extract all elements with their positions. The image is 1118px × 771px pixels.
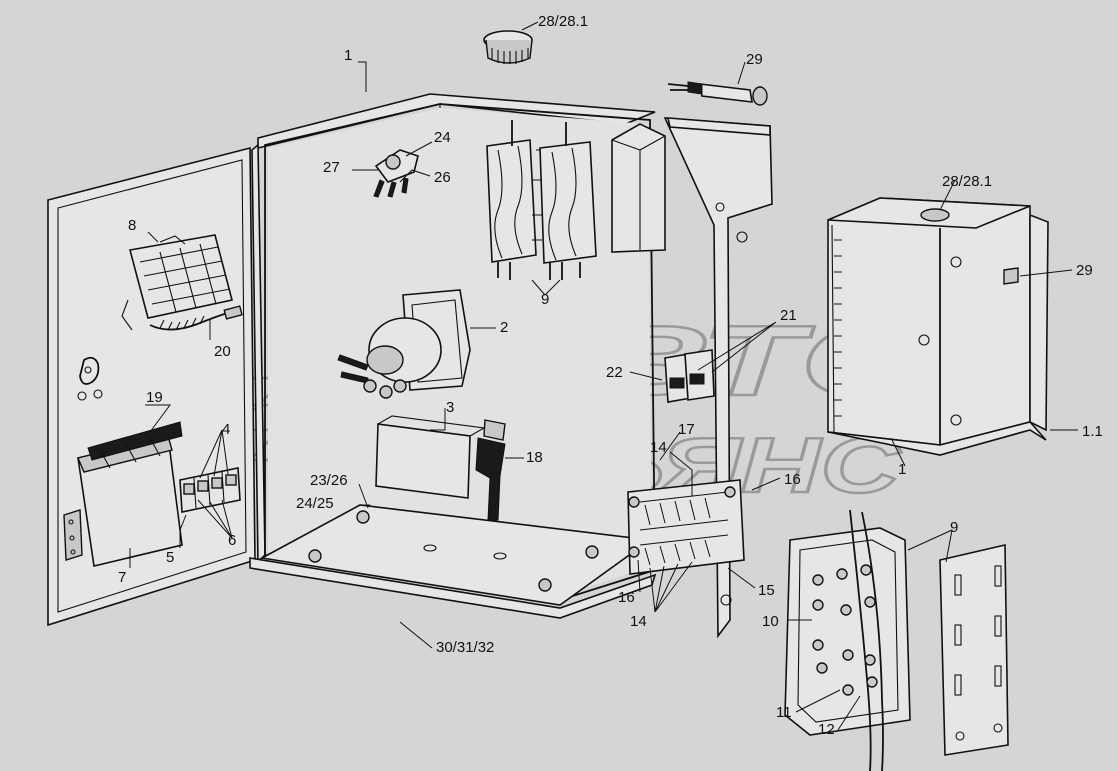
callout-9-top: 9 [541,291,549,308]
callout-28-28-1-right: 28/28.1 [942,173,992,190]
callout-18: 18 [526,449,543,466]
relay-block-component-8 [121,234,233,331]
callout-24: 24 [434,129,451,146]
terminal-strip-component-3 [375,415,486,499]
callout-29-right: 29 [1076,262,1093,279]
callout-17: 17 [678,421,695,438]
callout-16-upper: 16 [784,471,801,488]
terminal-blocks-component-4 [179,467,241,513]
callout-labels: 1 28/28.1 29 24 27 26 8 9 2 20 19 4 3 22… [118,13,1103,738]
callout-28-28-1-top: 28/28.1 [538,13,588,30]
callout-30-31-32: 30/31/32 [436,639,494,656]
callout-24-25: 24/25 [296,495,334,512]
callout-1-1: 1.1 [1082,423,1103,440]
terminal-board-component-14-16 [627,479,745,575]
callout-2: 2 [500,319,508,336]
cap-component-28-top [483,30,533,64]
callout-27: 27 [323,159,340,176]
control-box-component-7 [63,421,183,567]
callout-14-lower: 14 [630,613,647,630]
wire-duct [611,123,666,253]
callout-22: 22 [606,364,623,381]
callout-29-top: 29 [746,51,763,68]
gland-bolts [812,564,878,696]
callout-12: 12 [818,721,835,738]
connector-component-29-top [667,81,768,106]
callout-26: 26 [434,169,451,186]
callout-5: 5 [166,549,174,566]
callout-4: 4 [222,421,230,438]
callout-20: 20 [214,343,231,360]
distributor-component-2 [337,289,471,399]
callout-23-26: 23/26 [310,472,348,489]
callout-11: 11 [776,704,792,721]
callout-10: 10 [762,613,779,630]
callout-8: 8 [128,217,136,234]
callout-15: 15 [758,582,775,599]
callout-19: 19 [146,389,163,406]
callout-7: 7 [118,569,126,586]
callout-6: 6 [228,532,236,549]
cable-clamp-component-18 [475,419,506,521]
callout-1: 1 [344,47,352,64]
callout-1-right: 1 [898,461,906,478]
callout-3: 3 [446,399,454,416]
fuse-holders-component-21-22 [664,349,715,403]
cable-component-20 [149,305,243,331]
gland-plate-assembly [784,509,1009,771]
callout-21: 21 [780,307,797,324]
relay-pair-component-9 [486,120,597,280]
callout-14-upper: 14 [650,439,667,456]
callout-16-lower: 16 [618,589,635,606]
leader-lines [129,21,1078,731]
callout-9-lower: 9 [950,519,958,536]
assembled-cabinet-view [827,197,1049,456]
